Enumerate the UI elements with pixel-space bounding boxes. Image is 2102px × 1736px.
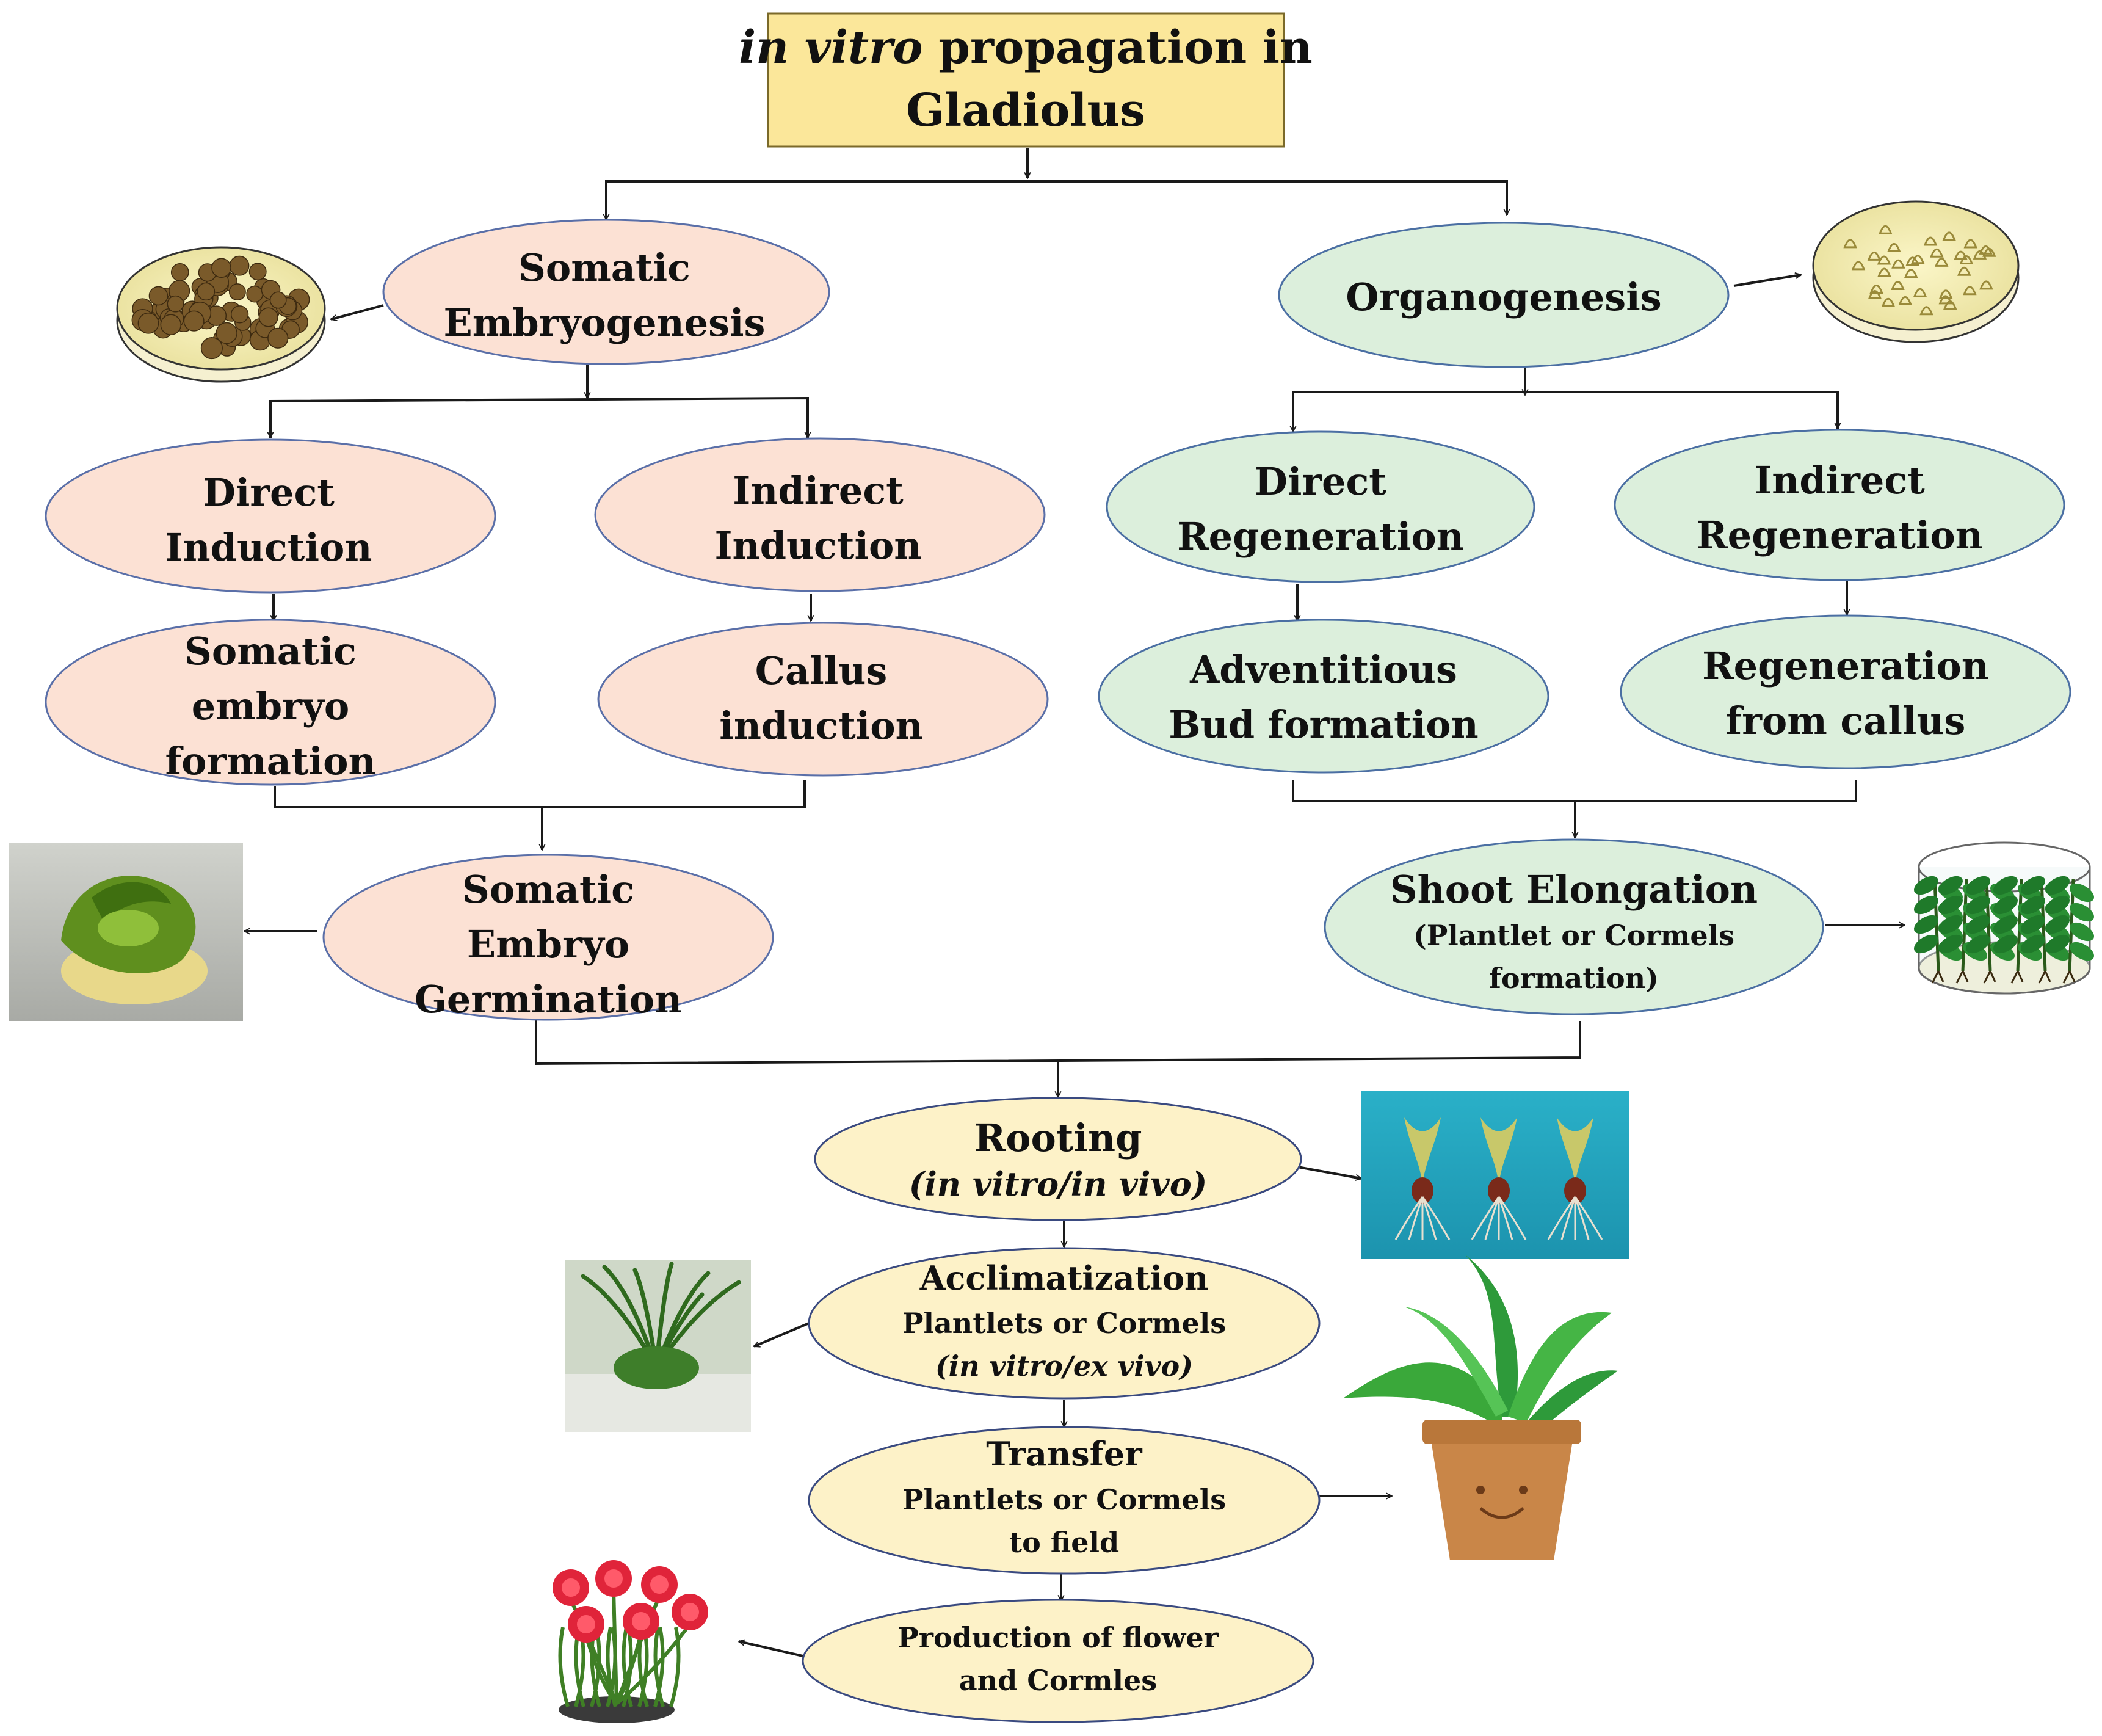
svg-text:Induction: Induction (715, 523, 922, 568)
svg-text:Indirect: Indirect (733, 468, 904, 513)
title-box: in vitro propagation in Gladiolus (739, 12, 1313, 148)
svg-text:Regeneration: Regeneration (1696, 513, 1983, 557)
rooting-node: Rooting (in vitro/in vivo) (814, 1097, 1302, 1221)
plantlets-jar-icon (1914, 841, 2094, 995)
svg-text:Indirect: Indirect (1754, 458, 1925, 503)
indirect-induction-node: Indirect Induction (594, 437, 1046, 592)
svg-text:Plantlets or Cormels: Plantlets or Cormels (902, 1483, 1226, 1516)
svg-text:Somatic: Somatic (184, 629, 357, 674)
svg-text:Somatic: Somatic (518, 245, 690, 290)
svg-text:Regeneration: Regeneration (1702, 644, 1989, 688)
transfer-node: Transfer Plantlets or Cormels to field (808, 1426, 1321, 1575)
svg-text:Plantlets or Cormels: Plantlets or Cormels (902, 1307, 1226, 1340)
somatic-embryo-germination-node: Somatic Embryo Germination (322, 854, 774, 1022)
shoot-elongation-node: Shoot Elongation (Plantlet or Cormels fo… (1324, 838, 1824, 1015)
svg-text:formation): formation) (1489, 962, 1659, 995)
flowering-plant-icon (553, 1560, 708, 1723)
svg-text:Embryogenesis: Embryogenesis (444, 300, 766, 345)
svg-text:to field: to field (1009, 1526, 1119, 1559)
svg-text:Callus: Callus (755, 648, 888, 693)
svg-text:Production of flower: Production of flower (897, 1621, 1219, 1654)
svg-text:embryo: embryo (192, 684, 349, 728)
svg-text:Bud formation: Bud formation (1169, 702, 1479, 747)
svg-text:(Plantlet or Cormels: (Plantlet or Cormels (1413, 919, 1734, 952)
svg-text:from callus: from callus (1726, 699, 1966, 743)
svg-text:Somatic: Somatic (462, 867, 634, 912)
rooted-plantlets-photo (1361, 1091, 1629, 1259)
regeneration-from-callus-node: Regeneration from callus (1620, 614, 2071, 769)
petri-dish-embryos-icon (116, 246, 326, 383)
petri-dish-shoots-icon (1812, 200, 2020, 343)
connectors (244, 148, 1905, 1657)
potted-plant-icon (1343, 1255, 1618, 1560)
svg-text:Embryo: Embryo (467, 922, 629, 967)
indirect-regeneration-node: Indirect Regeneration (1614, 429, 2065, 581)
direct-regeneration-node: Direct Regeneration (1106, 430, 1535, 583)
svg-text:Direct: Direct (1255, 459, 1386, 504)
svg-text:(in vitro/in vivo): (in vitro/in vivo) (909, 1164, 1208, 1204)
svg-text:Direct: Direct (203, 470, 335, 515)
svg-text:Induction: Induction (165, 525, 372, 570)
svg-text:Germination: Germination (415, 977, 682, 1022)
svg-text:Regeneration: Regeneration (1177, 514, 1464, 559)
svg-text:Rooting: Rooting (974, 1116, 1142, 1160)
acclimatized-plant-photo (565, 1260, 751, 1432)
svg-text:Adventitious: Adventitious (1189, 647, 1457, 692)
organogenesis-node: Organogenesis (1278, 222, 1730, 368)
somatic-embryo-formation-node: Somatic embryo formation (45, 619, 496, 786)
svg-text:in vitro propagation in: in vitro propagation in (739, 21, 1313, 74)
callus-induction-node: Callus induction (597, 622, 1049, 777)
title-line2: Gladiolus (906, 84, 1145, 137)
somatic-embryogenesis-node: Somatic Embryogenesis (382, 219, 830, 365)
svg-text:Acclimatization: Acclimatization (919, 1258, 1209, 1298)
acclimatization-node: Acclimatization Plantlets or Cormels (in… (808, 1247, 1321, 1400)
adventitious-bud-formation-node: Adventitious Bud formation (1098, 619, 1549, 774)
direct-induction-node: Direct Induction (45, 438, 496, 594)
svg-text:and Cormles: and Cormles (959, 1664, 1157, 1697)
title-italic: in vitro (739, 21, 922, 74)
production-node: Production of flower and Cormles (802, 1599, 1314, 1723)
svg-text:Organogenesis: Organogenesis (1346, 275, 1661, 319)
germinating-embryo-photo (9, 843, 243, 1021)
svg-text:Shoot Elongation: Shoot Elongation (1390, 867, 1758, 912)
svg-text:Transfer: Transfer (986, 1434, 1142, 1473)
svg-text:formation: formation (165, 739, 375, 783)
svg-text:induction: induction (719, 703, 922, 748)
svg-text:(in vitro/ex vivo): (in vitro/ex vivo) (935, 1349, 1193, 1382)
title-rest: propagation in (922, 21, 1312, 74)
